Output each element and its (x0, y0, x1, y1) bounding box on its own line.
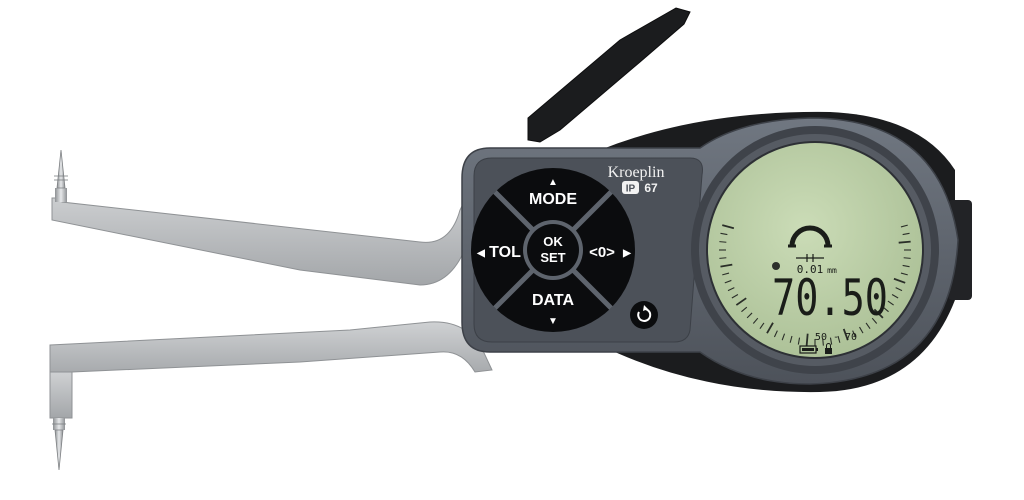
measurement-reading: 70.50 (772, 269, 888, 327)
dial-tick (900, 224, 908, 228)
lower-arm (49, 321, 493, 471)
dial-tick (741, 306, 748, 313)
dial-tick (895, 287, 903, 292)
ip-badge (622, 181, 639, 194)
dial-tick (891, 294, 899, 299)
dial-tick (720, 263, 733, 268)
tol-arrow: ◀ (476, 248, 485, 259)
dial-tick (859, 326, 864, 334)
range-label: 50 - 70 (815, 332, 857, 343)
upper-arm (51, 149, 481, 286)
dial-tick (903, 257, 911, 259)
dial-tick (752, 317, 759, 324)
dial-tick (902, 232, 910, 236)
dial-tick (724, 279, 732, 284)
dial-tick (731, 294, 739, 299)
resolution-value: 0.01 (797, 263, 824, 276)
ip-prefix: IP (626, 184, 636, 195)
dial-scale (719, 224, 911, 346)
dial-tick (898, 240, 911, 244)
dial-tick (797, 337, 801, 345)
ok-label: OK (543, 234, 563, 249)
mode-button[interactable]: MODE (529, 191, 577, 208)
data-button[interactable]: DATA (532, 292, 575, 309)
dial-tick (882, 306, 889, 313)
dial-tick (720, 232, 728, 236)
dial-tick (902, 264, 910, 268)
dial-tick (900, 272, 908, 276)
dial-tick (789, 335, 793, 343)
battery-icon (799, 345, 818, 354)
lcd-display (706, 141, 924, 359)
tol-button[interactable]: TOL (489, 244, 521, 261)
data-arrow: ▼ (548, 316, 558, 327)
dial-tick (893, 277, 906, 284)
dial-tick (719, 241, 727, 243)
ok-set-button[interactable] (527, 224, 579, 276)
ip-rating: 67 (644, 181, 658, 195)
brand-name: Kroeplin (608, 164, 665, 181)
lower-tip (54, 429, 64, 471)
dial-tick (773, 330, 778, 338)
dial-tick (722, 272, 730, 276)
dial-tick (759, 322, 765, 329)
dial-tick (865, 322, 871, 329)
zero-button[interactable]: <0> (589, 244, 615, 261)
dial-tick (781, 333, 786, 341)
dial-tick (852, 330, 857, 338)
dial-tick (822, 338, 824, 346)
power-button[interactable] (630, 301, 658, 329)
dial-tick (727, 287, 735, 292)
lever-handle[interactable] (527, 7, 691, 143)
dial-tick (873, 308, 884, 319)
lock-icon (825, 343, 832, 354)
dial-tick (735, 297, 747, 306)
dial-tick (746, 312, 753, 319)
indicator-dot (772, 262, 780, 270)
keypad (471, 168, 635, 332)
dial-tick (887, 300, 894, 306)
dial-tick (766, 322, 774, 334)
unit-label: mm (827, 266, 837, 275)
power-icon (637, 308, 652, 322)
dial-tick (842, 328, 849, 341)
upper-tip-base (55, 188, 67, 202)
dial-tick (871, 317, 878, 324)
dial-tick (837, 335, 841, 343)
zero-arrow: ▶ (622, 248, 632, 259)
set-label: SET (540, 250, 565, 265)
mode-arrow: ▲ (548, 177, 558, 188)
dial-tick (719, 257, 727, 259)
internal-measure-icon (788, 225, 832, 262)
upper-tip (56, 149, 66, 189)
dial-tick (805, 333, 809, 346)
dial-tick (722, 224, 735, 230)
dial-tick (829, 337, 833, 345)
